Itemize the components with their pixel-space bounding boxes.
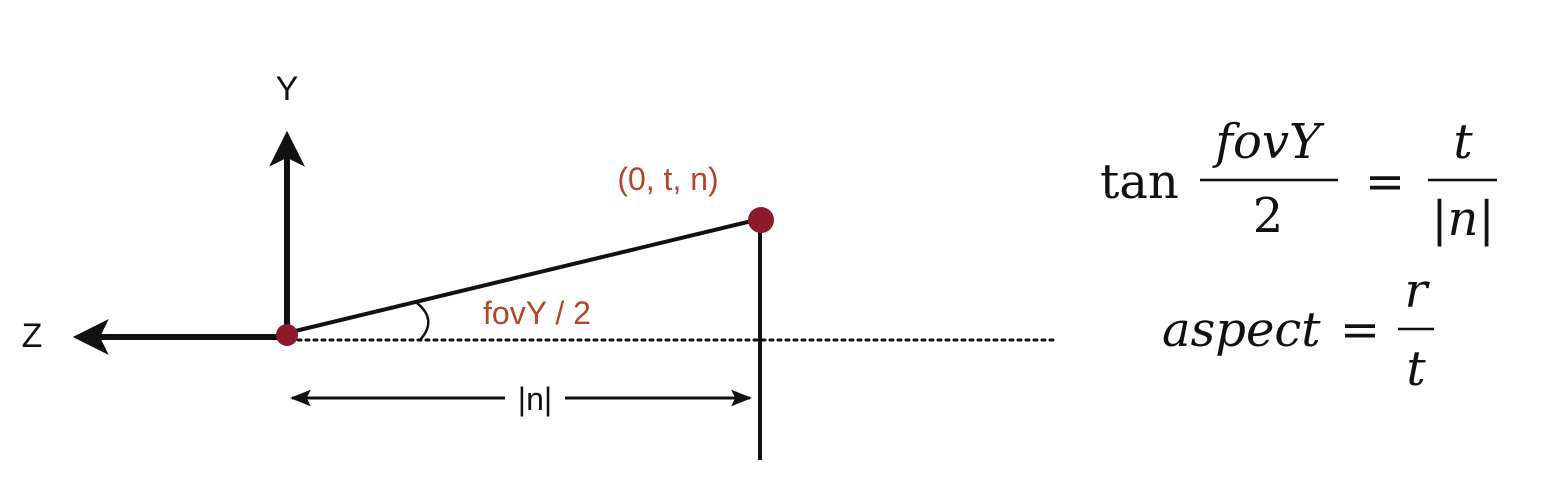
y-axis-label: Y [276, 70, 299, 108]
point-0-t-n [748, 207, 774, 233]
distance-label: |n| [518, 381, 552, 417]
formula-equals-1: = [1365, 154, 1405, 210]
formula-tan-fov: tan fovY 2 = t |n| [1100, 114, 1497, 247]
origin-point [276, 324, 298, 346]
formula-fov-numerator: fovY [1212, 114, 1325, 170]
formula-tan-func: tan [1100, 154, 1179, 210]
formula-t-numerator: t [1453, 114, 1473, 170]
z-axis-label: Z [22, 317, 43, 355]
angle-label: fovY / 2 [483, 295, 591, 331]
angle-arc [416, 302, 430, 341]
formula-r-numerator: r [1405, 263, 1431, 319]
formula-t-denominator: t [1406, 341, 1426, 397]
view-ray-line [286, 217, 761, 335]
point-label: (0, t, n) [617, 161, 718, 197]
formula-fov-denominator: 2 [1253, 188, 1284, 244]
formula-aspect-lhs: aspect [1162, 302, 1321, 358]
formula-aspect: aspect = r t [1162, 263, 1434, 397]
formula-n-denominator: |n| [1431, 191, 1494, 247]
distance-label-backdrop [505, 380, 565, 416]
formula-equals-2: = [1340, 302, 1380, 358]
